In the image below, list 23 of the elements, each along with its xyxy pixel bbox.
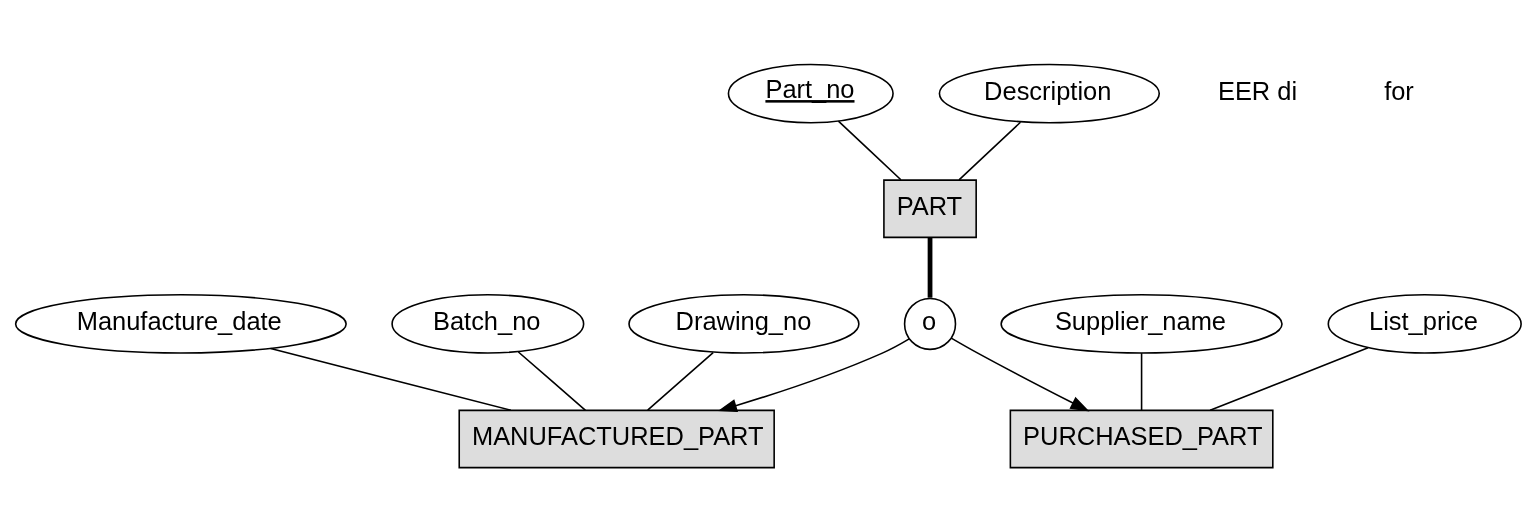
- node-box: MANUFACTURED_PART: [458, 409, 775, 469]
- node-box: PART: [883, 179, 977, 239]
- connector: [927, 237, 933, 298]
- node-box: PURCHASED_PART: [1009, 409, 1274, 469]
- node-ellipse: List_price: [1327, 294, 1522, 354]
- label: EER di: [1217, 76, 1298, 105]
- connector: [517, 351, 587, 412]
- node-ellipse: Drawing_no: [628, 294, 860, 354]
- label: for: [1384, 76, 1414, 105]
- connector: [1209, 347, 1369, 412]
- node-circle: o: [903, 297, 957, 351]
- arrow: [717, 338, 910, 412]
- node-ellipse: Manufacture_date: [14, 294, 347, 354]
- node-ellipse: Description: [938, 63, 1161, 124]
- connector: [837, 120, 902, 181]
- node-ellipse: Batch_no: [391, 294, 585, 354]
- arrow: [950, 337, 1090, 412]
- node-ellipse: Supplier_name: [1000, 294, 1283, 354]
- connector: [1140, 352, 1143, 411]
- node-ellipse: Part_no: [727, 63, 894, 124]
- connector: [269, 347, 512, 412]
- connector: [958, 121, 1022, 181]
- connector: [646, 351, 714, 411]
